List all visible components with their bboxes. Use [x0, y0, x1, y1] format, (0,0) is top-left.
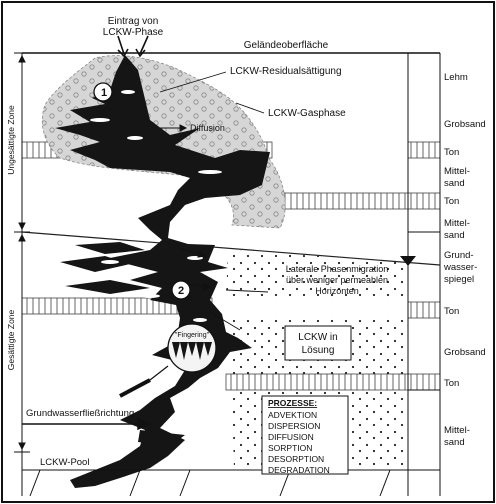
marker-2-label: 2 [178, 285, 184, 297]
flow-arrow [22, 417, 152, 431]
layer-label: sand [444, 178, 465, 189]
layer-label: Grobsand [444, 119, 486, 130]
zone-brackets [14, 52, 30, 496]
processes-title: PROZESSE: [268, 398, 317, 408]
layer-label: wasser- [443, 262, 477, 273]
plume-body [55, 55, 270, 488]
input-label-line2: LCKW-Phase [103, 27, 164, 38]
diffusion-label: Diffusion [190, 123, 225, 133]
layer-label: Grobsand [444, 347, 486, 358]
leader-lines [159, 71, 269, 331]
layer-labels: Lehm Grobsand Ton Mittel- sand Ton Mitte… [443, 72, 486, 448]
surface-label: Geländeoberfläche [244, 40, 329, 51]
input-label-line1: Eintrag von [108, 16, 159, 27]
dissolved-label-line2: Lösung [302, 345, 335, 356]
pool-label: LCKW-Pool [40, 457, 89, 468]
flow-label: Grundwasserfließrichtung [26, 408, 134, 419]
process-item: DEGRADATION [268, 465, 330, 475]
processes-box [261, 395, 349, 475]
layer-label: Ton [444, 378, 459, 389]
marker-1-label: 1 [101, 87, 107, 99]
lateral-label-line3: Horizonten [315, 286, 359, 296]
process-item: DIFFUSION [268, 432, 314, 442]
gas-label: LCKW-Gasphase [268, 108, 346, 119]
layer-label: Mittel- [444, 425, 470, 436]
process-item: DISPERSION [268, 421, 320, 431]
process-item: SORPTION [268, 443, 312, 453]
layer-label: Mittel- [444, 166, 470, 177]
lateral-label-line1: Laterale Phasenmigration [286, 264, 389, 274]
fingering-label: "Fingering" [175, 332, 210, 339]
saturated-zone-label: Gesättigte Zone [6, 309, 16, 370]
layer-column [407, 53, 441, 496]
lateral-label-line2: über weniger permeablen [286, 275, 388, 285]
dissolved-box [284, 325, 352, 361]
layer-label: Ton [444, 306, 459, 317]
unsaturated-zone-label: Ungesättigte Zone [6, 105, 16, 175]
layer-label: spiegel [444, 274, 474, 285]
plume-highlights [90, 90, 222, 426]
layer-label: sand [444, 437, 465, 448]
residual-label: LCKW-Residualsättigung [230, 66, 342, 77]
layer-label: Ton [444, 147, 459, 158]
marker-2-circle [171, 280, 191, 300]
layer-label: Lehm [444, 72, 468, 83]
layer-label: Ton [444, 196, 459, 207]
lateral-arrows [177, 247, 212, 291]
process-item: ADVEKTION [268, 410, 317, 420]
fingering-callout [119, 323, 217, 398]
dissolved-label-line1: LCKW in [298, 332, 337, 343]
layer-label: Mittel- [444, 218, 470, 229]
process-item: DESORPTION [268, 454, 324, 464]
diffusion-arrow [158, 124, 188, 132]
layer-label: sand [444, 230, 465, 241]
marker-1-circle [93, 82, 113, 102]
processes-list: ADVEKTION DISPERSION DIFFUSION SORPTION … [268, 410, 330, 475]
input-arrows [117, 35, 149, 58]
layer-label: Grund- [444, 250, 474, 261]
